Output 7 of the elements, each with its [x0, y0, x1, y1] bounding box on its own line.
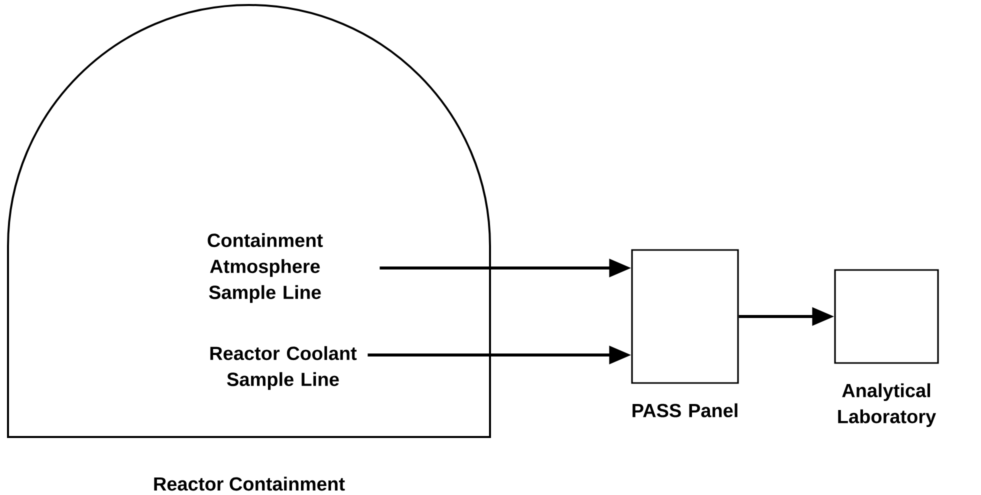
process-box: Analytical Laboratory [834, 269, 939, 428]
node-label: Reactor Containment [154, 476, 345, 491]
line-label: Containment Atmosphere Sample Line [208, 233, 323, 303]
process-box: PASS Panel [631, 249, 739, 418]
node-label: Analytical Laboratory [838, 383, 936, 428]
line-label: Reactor Coolant Sample Line [210, 346, 357, 390]
node-label: PASS Panel [632, 403, 738, 418]
